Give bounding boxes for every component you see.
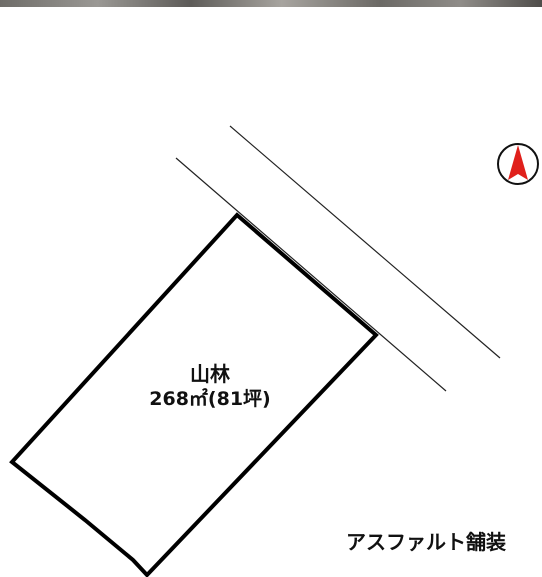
land-use-text: 山林 bbox=[190, 362, 230, 386]
photo-edge-strip bbox=[0, 0, 542, 7]
north-letter: N bbox=[521, 147, 526, 154]
north-arrow-pointer bbox=[508, 145, 528, 180]
road-edge-line-upper bbox=[229, 125, 501, 359]
parcel-label: 山林 268㎡(81坪) bbox=[120, 362, 300, 412]
road-edge-line-lower bbox=[175, 157, 447, 392]
road-surface-label: アスファルト舗装 bbox=[346, 530, 506, 554]
parcel-area-text: 268㎡(81坪) bbox=[149, 388, 271, 410]
north-arrow-icon: N bbox=[497, 143, 539, 185]
parcel-boundary bbox=[9, 212, 379, 577]
